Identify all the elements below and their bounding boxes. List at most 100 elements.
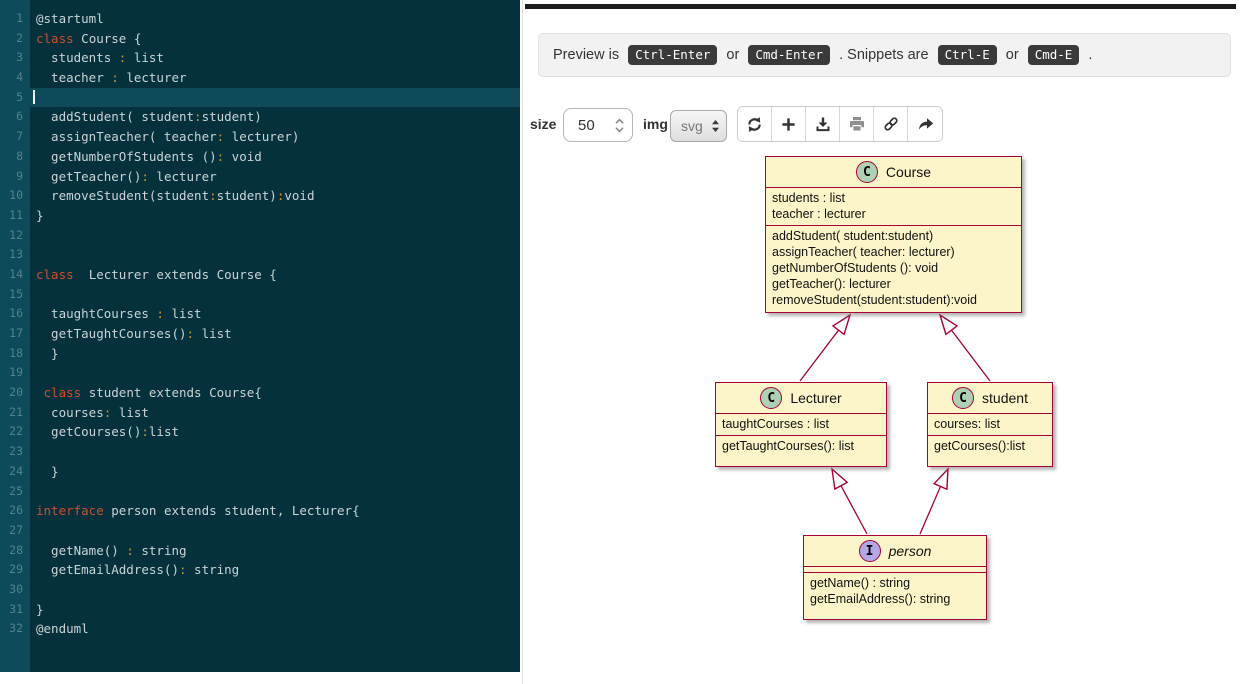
line-code: } bbox=[36, 463, 59, 479]
editor-line: 9 getTeacher(): lecturer bbox=[0, 167, 520, 187]
editor-line: 32@enduml bbox=[0, 619, 520, 639]
line-code: } bbox=[36, 601, 44, 617]
uml-method: assignTeacher( teacher: lecturer) bbox=[772, 245, 955, 259]
editor-line: 25 bbox=[0, 482, 520, 502]
line-code: interface person extends student, Lectur… bbox=[36, 503, 360, 519]
line-number: 22 bbox=[9, 424, 23, 439]
uml-attribute: teacher : lecturer bbox=[772, 207, 866, 221]
line-code: taughtCourses : list bbox=[36, 306, 202, 322]
share-icon bbox=[918, 118, 933, 130]
editor-line: 21 courses: list bbox=[0, 403, 520, 423]
line-code: courses: list bbox=[36, 404, 149, 420]
line-code: getNumberOfStudents (): void bbox=[36, 148, 262, 164]
line-number: 6 bbox=[16, 109, 23, 124]
pane-splitter[interactable] bbox=[522, 0, 523, 684]
uml-diagram: C Course students : list teacher : lecturer… bbox=[523, 0, 1242, 684]
uml-class-name: Lecturer bbox=[790, 390, 842, 406]
line-number: 24 bbox=[9, 463, 23, 478]
line-code: } bbox=[36, 207, 44, 223]
line-number: 4 bbox=[16, 70, 23, 85]
line-number: 26 bbox=[9, 503, 23, 518]
download-button[interactable] bbox=[806, 107, 840, 141]
select-arrows-icon bbox=[712, 120, 719, 132]
line-code: class Lecturer extends Course { bbox=[36, 266, 277, 282]
line-number: 23 bbox=[9, 444, 23, 459]
uml-class-name: Course bbox=[885, 164, 932, 180]
line-number: 11 bbox=[9, 207, 23, 222]
editor-line: 30 bbox=[0, 580, 520, 600]
generalization-edge bbox=[938, 313, 991, 382]
plus-button[interactable] bbox=[772, 107, 806, 141]
editor-line: 24 } bbox=[0, 462, 520, 482]
editor-line: 22 getCourses():list bbox=[0, 422, 520, 442]
line-code: getTeacher(): lecturer bbox=[36, 168, 217, 184]
preview-resize-handle[interactable] bbox=[525, 4, 1236, 9]
generalization-edge bbox=[831, 467, 868, 535]
editor-line: 23 bbox=[0, 442, 520, 462]
uml-method: getCourses():list bbox=[934, 439, 1025, 453]
class-badge-icon: C bbox=[952, 387, 975, 409]
class-badge-icon: C bbox=[760, 387, 783, 409]
uml-method: getName() : string bbox=[810, 576, 911, 590]
line-code: students : list bbox=[36, 50, 164, 66]
uml-method: getNumberOfStudents (): void bbox=[772, 261, 939, 275]
uml-methods: getName() : string getEmailAddress(): str… bbox=[804, 572, 986, 610]
img-label: img bbox=[643, 116, 668, 132]
editor-line: 31} bbox=[0, 600, 520, 620]
editor-line: 13 bbox=[0, 245, 520, 265]
line-number: 18 bbox=[9, 345, 23, 360]
share-button[interactable] bbox=[908, 107, 942, 141]
line-number: 2 bbox=[16, 30, 23, 45]
link-button[interactable] bbox=[874, 107, 908, 141]
uml-method: addStudent( student:student) bbox=[772, 229, 934, 243]
uml-methods: addStudent( student:student) assignTeache… bbox=[766, 225, 1021, 311]
uml-method: getEmailAddress(): string bbox=[810, 592, 951, 606]
line-code: getName() : string bbox=[36, 542, 187, 558]
line-number: 9 bbox=[16, 168, 23, 183]
uml-methods: getTaughtCourses(): list bbox=[716, 435, 886, 457]
kbd-shortcut: Ctrl-Enter bbox=[628, 45, 718, 65]
line-number: 10 bbox=[9, 188, 23, 203]
line-code: addStudent( student:student) bbox=[36, 109, 262, 125]
editor-line: 28 getName() : string bbox=[0, 541, 520, 561]
img-format-select[interactable]: svg bbox=[670, 110, 727, 142]
editor-line: 18 } bbox=[0, 344, 520, 364]
size-input[interactable]: 50 bbox=[563, 108, 633, 142]
editor-line: 20 class student extends Course{ bbox=[0, 383, 520, 403]
editor-line: 19 bbox=[0, 363, 520, 383]
uml-method: getTeacher(): lecturer bbox=[772, 277, 891, 291]
download-icon bbox=[816, 117, 829, 132]
line-number: 13 bbox=[9, 247, 23, 262]
line-number: 14 bbox=[9, 266, 23, 281]
link-icon bbox=[883, 117, 898, 131]
size-stepper[interactable] bbox=[614, 117, 632, 134]
editor-line: 17 getTaughtCourses(): list bbox=[0, 324, 520, 344]
generalization-edge bbox=[799, 313, 852, 382]
line-code bbox=[30, 285, 520, 305]
line-code: removeStudent(student:student):void bbox=[36, 188, 315, 204]
line-number: 1 bbox=[16, 11, 23, 25]
refresh-button[interactable] bbox=[738, 107, 772, 141]
line-number: 28 bbox=[9, 542, 23, 557]
interface-badge-icon: I bbox=[858, 540, 881, 562]
line-number: 30 bbox=[9, 581, 23, 596]
preview-pane: Preview is Ctrl-Enter or Cmd-Enter . Sni… bbox=[523, 0, 1242, 684]
uml-class-name: person bbox=[888, 543, 932, 559]
editor-line: 1@startuml bbox=[0, 9, 520, 29]
uml-attributes: taughtCourses : list bbox=[716, 413, 886, 435]
uml-title: C Lecturer bbox=[716, 383, 886, 413]
line-number: 3 bbox=[16, 50, 23, 65]
uml-attribute: courses: list bbox=[934, 417, 1000, 431]
class-badge-icon: C bbox=[855, 161, 878, 183]
line-number: 19 bbox=[9, 365, 23, 380]
line-code: teacher : lecturer bbox=[36, 70, 187, 86]
print-button[interactable] bbox=[840, 107, 874, 141]
line-number: 27 bbox=[9, 522, 23, 537]
line-number: 17 bbox=[9, 326, 23, 340]
editor-line: 6 addStudent( student:student) bbox=[0, 107, 520, 127]
uml-attribute: students : list bbox=[772, 191, 845, 205]
